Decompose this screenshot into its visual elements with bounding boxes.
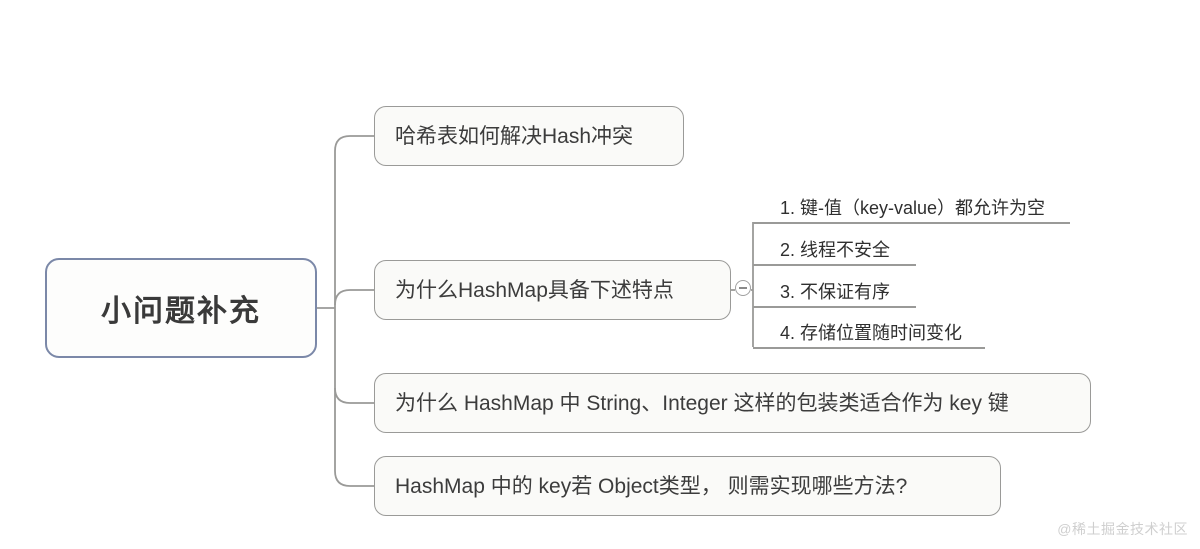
sub-item-underline: [753, 264, 916, 266]
minus-icon: [739, 287, 747, 289]
sub-item-thread-unsafe[interactable]: 2. 线程不安全: [753, 235, 890, 265]
sub-item-storage-position-changes[interactable]: 4. 存储位置随时间变化: [753, 318, 962, 348]
branch-node-wrapper-class-key[interactable]: 为什么 HashMap 中 String、Integer 这样的包装类适合作为 …: [374, 373, 1091, 433]
sub-item-unordered[interactable]: 3. 不保证有序: [753, 277, 890, 307]
sub-item-label: 4. 存储位置随时间变化: [780, 323, 963, 343]
branch-node-hashmap-features[interactable]: 为什么HashMap具备下述特点: [374, 260, 731, 320]
branch-node-label: HashMap 中的 key若 Object类型， 则需实现哪些方法?: [395, 474, 908, 498]
sub-item-underline: [753, 347, 985, 349]
sub-item-label: 3. 不保证有序: [780, 282, 891, 302]
watermark: @稀土掘金技术社区: [1057, 521, 1188, 537]
branch-node-object-key-methods[interactable]: HashMap 中的 key若 Object类型， 则需实现哪些方法?: [374, 456, 1001, 516]
branch-node-label: 为什么HashMap具备下述特点: [395, 278, 674, 302]
branch-node-label: 为什么 HashMap 中 String、Integer 这样的包装类适合作为 …: [395, 391, 1009, 415]
collapse-toggle-icon[interactable]: [735, 280, 751, 296]
connector-branch-1: [334, 289, 374, 306]
sub-item-underline: [753, 222, 1070, 224]
connector-branch-2: [334, 387, 374, 404]
sub-item-key-value-nullable[interactable]: 1. 键-值（key-value）都允许为空: [753, 193, 1045, 223]
connector-branch-3: [334, 470, 374, 487]
branch-node-label: 哈希表如何解决Hash冲突: [395, 124, 634, 148]
connector-branch-0: [334, 135, 374, 152]
sub-item-underline: [753, 306, 916, 308]
sub-item-label: 2. 线程不安全: [780, 240, 891, 260]
branch-node-hash-collision[interactable]: 哈希表如何解决Hash冲突: [374, 106, 684, 166]
root-node-label: 小问题补充: [101, 295, 261, 328]
sub-item-label: 1. 键-值（key-value）都允许为空: [780, 198, 1046, 218]
root-node[interactable]: 小问题补充: [45, 258, 317, 358]
